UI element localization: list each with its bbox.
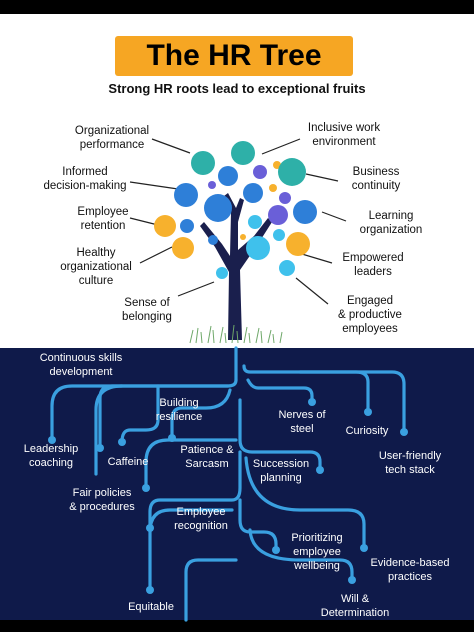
pointer-lines: [129, 138, 347, 305]
root-label-fair-policies: Fair policies& procedures: [69, 487, 135, 513]
root-label-equitable: Equitable: [128, 601, 174, 613]
grass: [189, 324, 283, 344]
page-title: The HR Tree: [146, 39, 322, 72]
root-label-caffeine: Caffeine: [107, 456, 149, 468]
title-banner: [115, 36, 353, 76]
root-label-patience-sarcasm: Patience &Sarcasm: [180, 444, 234, 470]
root-label-curiosity: Curiosity: [345, 425, 389, 437]
root-tips: [48, 398, 408, 594]
bottom-frame: [0, 620, 474, 632]
page-subtitle: Strong HR roots lead to exceptional frui…: [108, 81, 366, 96]
tree-illustration: [129, 138, 347, 344]
foliage-circles: [154, 141, 317, 279]
roots-panel: [0, 348, 474, 620]
root-label-will-determination: Will &Determination: [320, 593, 390, 619]
trunk: [200, 193, 272, 340]
top-frame: [0, 0, 474, 14]
